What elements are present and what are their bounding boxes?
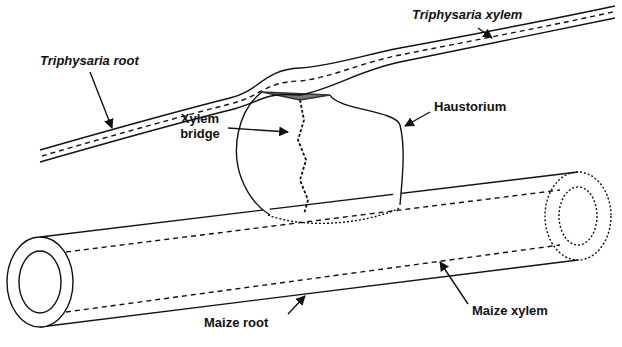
part-label: Maize xylem [472,304,548,319]
triphysaria-root [40,6,615,162]
part-label: Triphysaria root [40,54,139,69]
leader-arrows [90,28,492,314]
part-label: Haustorium [434,100,506,115]
part-label: Xylem bridge [172,112,228,142]
haustorium [236,92,403,223]
part-label: Triphysaria xylem [412,8,522,23]
maize-root [7,172,611,327]
part-label: Maize root [204,316,268,331]
